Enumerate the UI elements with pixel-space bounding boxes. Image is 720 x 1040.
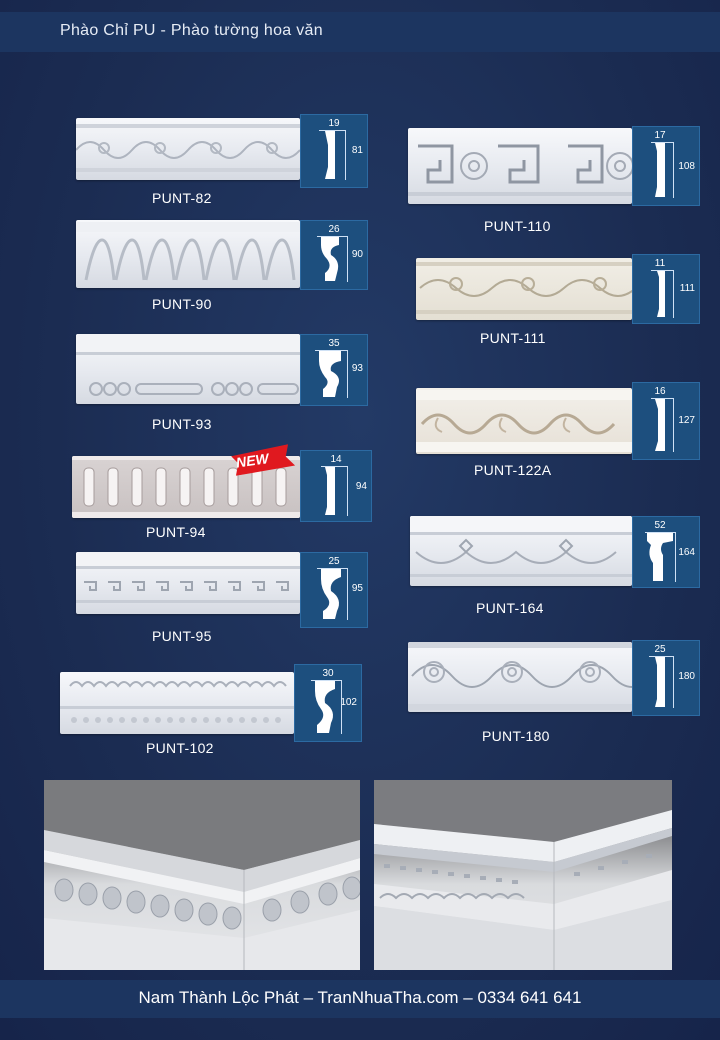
profile-height: 102 xyxy=(340,697,357,708)
ornament-egg-bead-graphic xyxy=(60,681,294,723)
profile-width: 11 xyxy=(654,258,666,269)
profile-section-icon xyxy=(325,131,335,179)
product-code: PUNT-110 xyxy=(484,218,551,234)
molding-image-punt-110 xyxy=(408,128,632,204)
product-code: PUNT-122A xyxy=(474,462,552,478)
product-code: PUNT-180 xyxy=(482,728,550,744)
footer-bar: Nam Thành Lộc Phát – TranNhuaTha.com – 0… xyxy=(0,980,720,1018)
installed-molding-photo-left xyxy=(44,780,360,970)
profile-section-icon xyxy=(321,237,339,281)
product-code: PUNT-102 xyxy=(146,740,214,756)
profile-section-icon xyxy=(319,351,341,397)
profile-height: 90 xyxy=(351,249,363,260)
installed-molding-photo-right xyxy=(374,780,672,970)
profile-box-punt-122a: 16 127 xyxy=(632,382,700,460)
ornament-greek-key-graphic xyxy=(76,552,300,603)
molding-image-punt-102 xyxy=(60,672,294,734)
starburst-icon xyxy=(231,444,296,476)
molding-image-punt-111 xyxy=(416,258,632,320)
profile-box-punt-110: 17 108 xyxy=(632,126,700,206)
profile-width: 17 xyxy=(654,130,666,141)
profile-box-punt-93: 35 93 xyxy=(300,334,368,406)
profile-height: 108 xyxy=(678,161,695,172)
molding-image-punt-164 xyxy=(410,516,632,586)
profile-height: 95 xyxy=(351,583,363,594)
molding-image-punt-180 xyxy=(408,642,632,712)
product-code: PUNT-164 xyxy=(476,600,544,616)
profile-box-punt-111: 11 111 xyxy=(632,254,700,324)
ornament-acanthus-graphic xyxy=(416,390,632,452)
product-code: PUNT-93 xyxy=(152,416,212,432)
profile-width: 25 xyxy=(328,556,340,567)
product-code: PUNT-82 xyxy=(152,190,212,206)
profile-box-punt-180: 25 180 xyxy=(632,640,700,716)
profile-box-punt-90: 26 90 xyxy=(300,220,368,290)
ornament-leaf-graphic xyxy=(76,222,300,281)
product-code: PUNT-94 xyxy=(146,524,206,540)
ornament-vine-graphic xyxy=(416,262,632,314)
profile-width: 26 xyxy=(328,224,340,235)
profile-width: 16 xyxy=(654,386,666,397)
ceiling-corner-illustration xyxy=(44,780,360,970)
profile-height: 93 xyxy=(351,363,363,374)
profile-box-punt-102: 30 102 xyxy=(294,664,362,742)
molding-image-punt-93 xyxy=(76,334,300,404)
profile-section-icon xyxy=(315,681,335,733)
header-bar: Phào Chỉ PU - Phào tường hoa văn xyxy=(0,12,720,52)
footer-contact: Nam Thành Lộc Phát – TranNhuaTha.com – 0… xyxy=(138,988,582,1007)
profile-section-icon xyxy=(325,467,335,515)
product-code: PUNT-95 xyxy=(152,628,212,644)
profile-box-punt-164: 52 164 xyxy=(632,516,700,588)
molding-image-punt-90 xyxy=(76,220,300,288)
molding-image-punt-95 xyxy=(76,552,300,614)
product-code: PUNT-111 xyxy=(480,330,546,346)
molding-image-punt-122a xyxy=(416,388,632,454)
profile-height: 94 xyxy=(355,481,367,492)
profile-width: 52 xyxy=(654,520,666,531)
profile-width: 14 xyxy=(330,454,342,465)
ornament-greek-key-rosette-graphic xyxy=(408,144,632,196)
ornament-floral-scroll-graphic xyxy=(408,642,632,710)
ornament-scroll-graphic xyxy=(76,124,300,172)
profile-height: 81 xyxy=(351,145,363,156)
profile-width: 25 xyxy=(654,644,666,655)
profile-section-icon xyxy=(657,271,665,317)
profile-width: 30 xyxy=(322,668,334,679)
ornament-fluted-graphic xyxy=(72,456,300,518)
profile-section-icon xyxy=(655,143,665,197)
ornament-bead-graphic xyxy=(76,334,300,396)
profile-section-icon xyxy=(655,657,665,707)
profile-height: 164 xyxy=(678,547,695,558)
profile-box-punt-94: 14 94 xyxy=(300,450,372,522)
profile-section-icon xyxy=(655,399,665,451)
profile-box-punt-95: 25 95 xyxy=(300,552,368,628)
profile-section-icon xyxy=(647,533,673,581)
profile-section-icon xyxy=(321,569,341,619)
ornament-garland-graphic xyxy=(410,516,632,577)
page-title: Phào Chỉ PU - Phào tường hoa văn xyxy=(60,22,323,39)
new-badge: NEW xyxy=(229,444,296,477)
molding-image-punt-82 xyxy=(76,118,300,180)
profile-height: 180 xyxy=(678,671,695,682)
profile-width: 19 xyxy=(328,118,340,129)
product-code: PUNT-90 xyxy=(152,296,212,312)
profile-width: 35 xyxy=(328,338,340,349)
ceiling-corner-illustration xyxy=(374,780,672,970)
profile-height: 127 xyxy=(678,415,695,426)
profile-box-punt-82: 19 81 xyxy=(300,114,368,188)
profile-height: 111 xyxy=(679,283,695,294)
